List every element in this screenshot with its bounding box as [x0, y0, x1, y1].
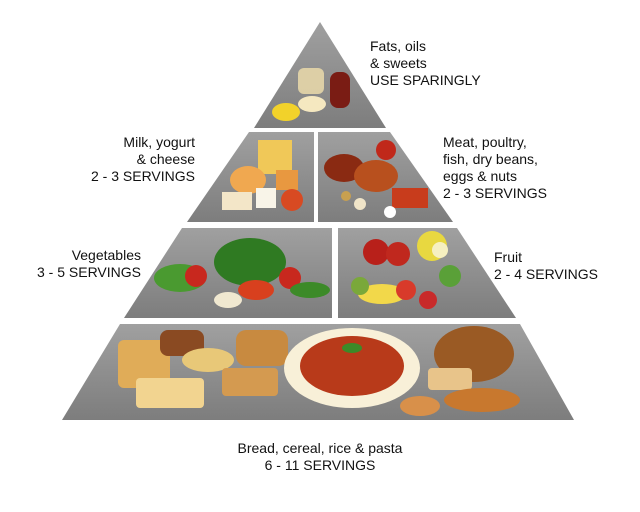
cheese-slice-image: [222, 192, 252, 210]
label-meat: Meat, poultry, fish, dry beans, eggs & n…: [443, 134, 547, 202]
bread-loaf-image: [118, 340, 170, 388]
dark-bread-image: [160, 330, 204, 356]
peach-image: [396, 280, 416, 300]
butter-image: [272, 103, 300, 121]
cheese-ball-image: [281, 189, 303, 211]
grape-image: [351, 277, 369, 295]
tier-vegetables: [124, 228, 332, 318]
meat-line2: fish, dry beans,: [443, 151, 538, 167]
roast-image: [354, 160, 398, 192]
sausage-image: [376, 140, 396, 160]
tier-grains: [62, 324, 574, 420]
grains-line1: Bread, cereal, rice & pasta: [237, 440, 403, 456]
oil-bottle-image: [298, 68, 324, 94]
egg-image: [354, 198, 366, 210]
meat-line3: eggs & nuts: [443, 168, 517, 184]
basil-garnish-image: [342, 343, 362, 353]
tier-fats-oils-sweets: [254, 22, 386, 128]
egg-image: [384, 206, 396, 218]
lettuce-image: [214, 238, 286, 286]
fruit-servings: 2 - 4 SERVINGS: [494, 266, 599, 282]
meat-servings: 2 - 3 SERVINGS: [443, 185, 548, 201]
fruit-line1: Fruit: [494, 249, 522, 265]
label-vegetables: Vegetables 3 - 5 SERVINGS: [37, 247, 141, 281]
tomato-image: [279, 267, 301, 289]
tier-meat: [318, 132, 453, 222]
nuts-image: [341, 191, 351, 201]
yogurt-cup-image: [256, 188, 276, 208]
sugar-bowl-image: [298, 96, 326, 112]
mushroom-image: [214, 292, 242, 308]
tier-dairy: [187, 132, 314, 222]
fats-line1: Fats, oils: [370, 38, 427, 54]
dairy-line1: Milk, yogurt: [123, 134, 195, 150]
kiwi-image: [439, 265, 461, 287]
green-beans-image: [290, 282, 330, 298]
dairy-servings: 2 - 3 SERVINGS: [90, 168, 195, 184]
fats-servings: USE SPARINGLY: [370, 72, 481, 88]
label-dairy: Milk, yogurt & cheese 2 - 3 SERVINGS: [91, 134, 195, 185]
meat-line1: Meat, poultry,: [443, 134, 527, 150]
apple-image: [363, 239, 389, 265]
cereal-bowl-image: [182, 348, 234, 372]
sauce-bottle-image: [330, 72, 350, 108]
label-grains: Bread, cereal, rice & pasta 6 - 11 SERVI…: [200, 440, 440, 474]
grains-servings: 6 - 11 SERVINGS: [264, 457, 376, 473]
tomato-image: [185, 265, 207, 287]
crackers-image: [222, 368, 278, 396]
bread-slice-image: [428, 368, 472, 390]
strawberry-image: [419, 291, 437, 309]
dairy-line2: & cheese: [136, 151, 195, 167]
roll-image: [236, 330, 288, 366]
label-fats-oils-sweets: Fats, oils & sweets USE SPARINGLY: [370, 38, 481, 89]
pasta-sauce-image: [300, 336, 404, 396]
bread-slices-image: [136, 378, 204, 408]
banana-image: [358, 284, 406, 304]
vegetables-line1: Vegetables: [71, 247, 141, 263]
fats-line2: & sweets: [370, 55, 427, 71]
label-fruit: Fruit 2 - 4 SERVINGS: [494, 249, 598, 283]
fish-image: [392, 188, 428, 208]
apple-image: [386, 242, 410, 266]
poultry-image: [324, 154, 364, 182]
cheese-block-image: [258, 140, 292, 174]
breadstick-image: [444, 388, 520, 412]
grapefruit-cut-image: [432, 242, 448, 258]
pepper-image: [238, 280, 274, 300]
roll-image: [400, 396, 440, 416]
vegetables-servings: 3 - 5 SERVINGS: [36, 264, 141, 280]
tier-fruit: [338, 228, 516, 318]
cheese-wheel-image: [230, 166, 266, 194]
cheddar-image: [276, 170, 298, 190]
